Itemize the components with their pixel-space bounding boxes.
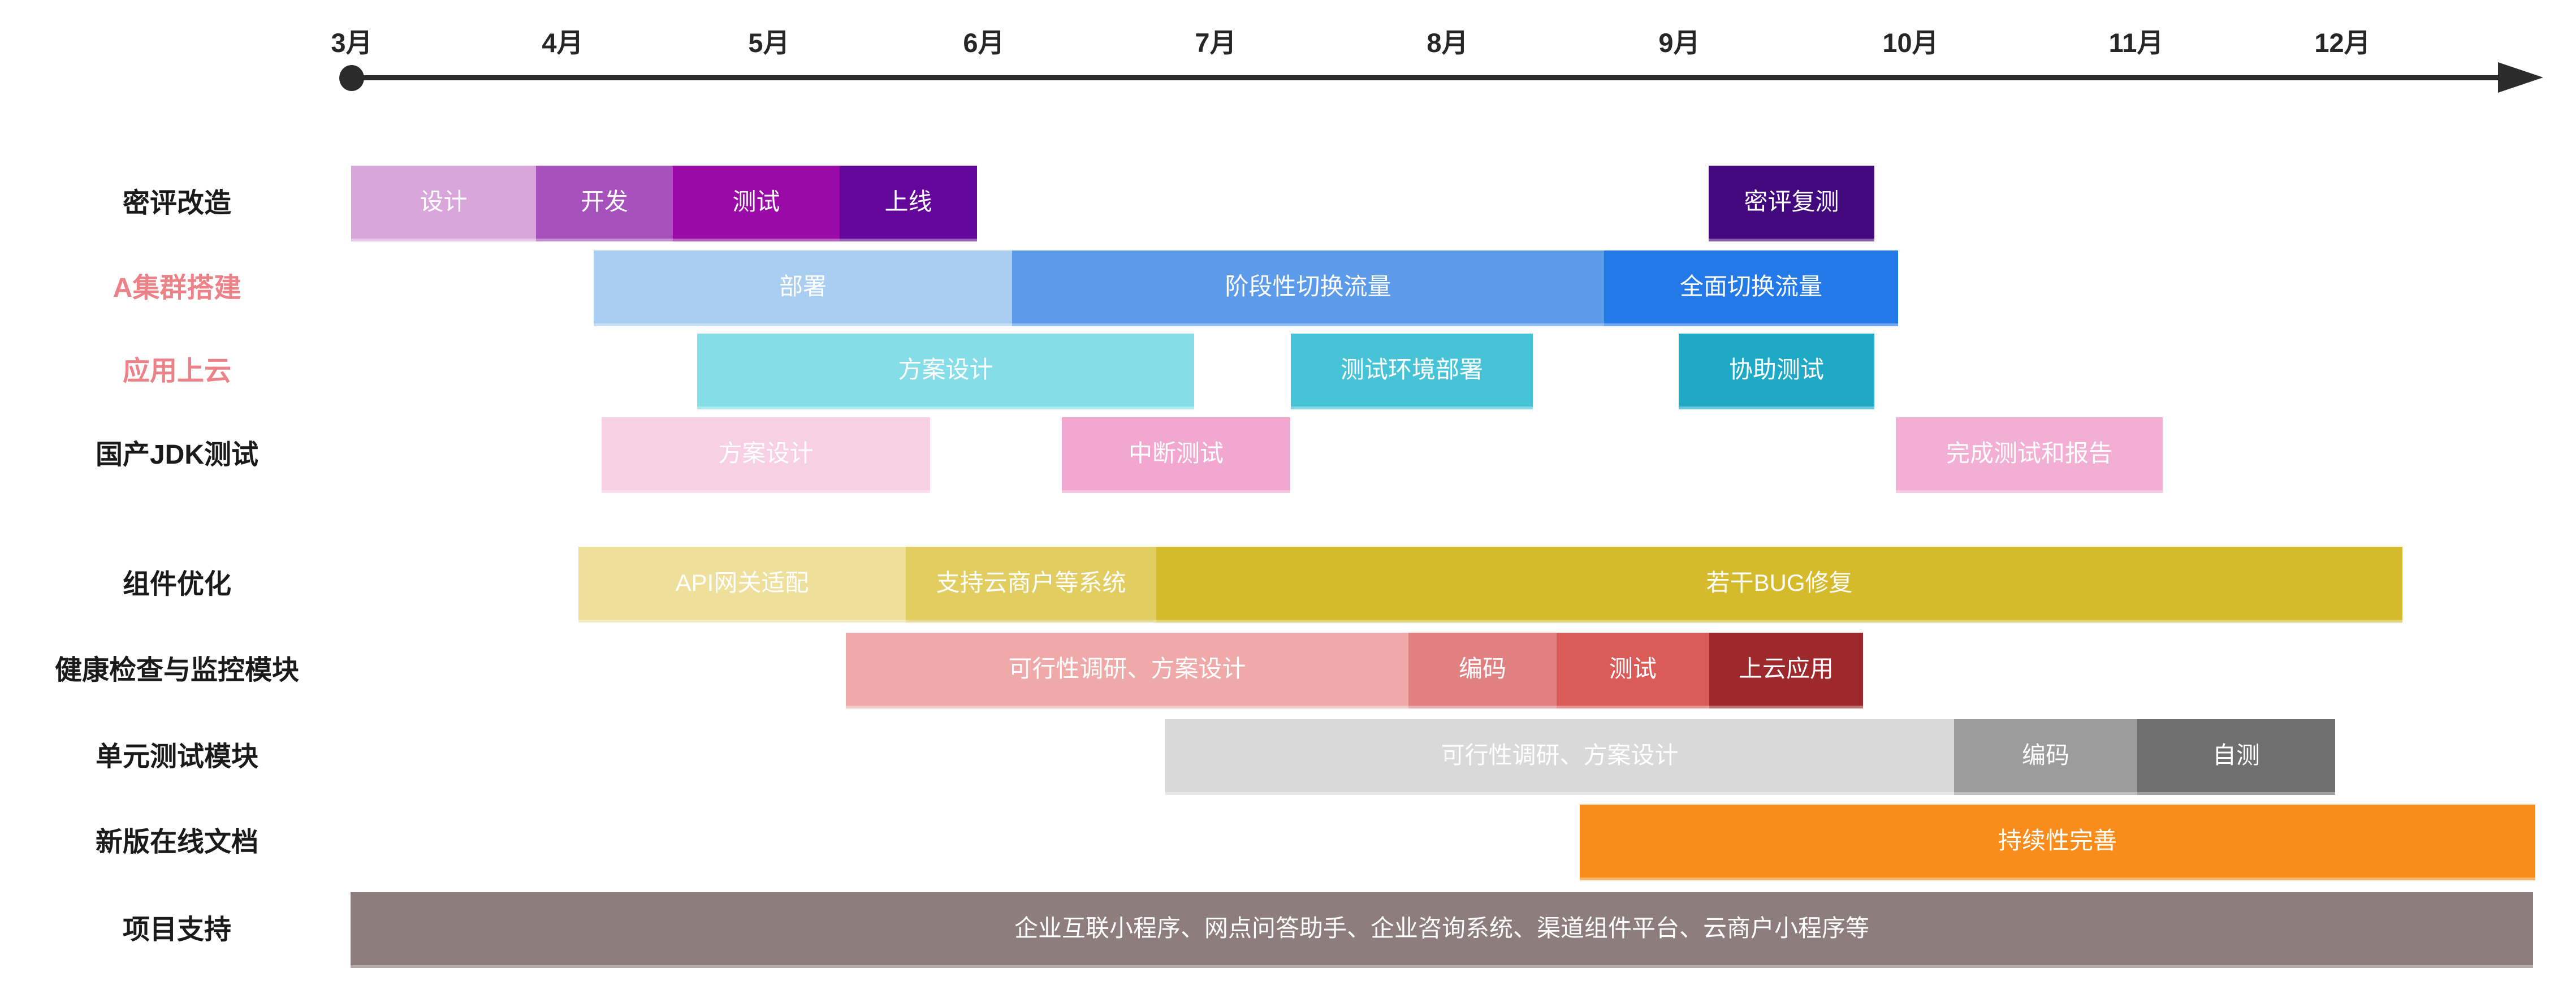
gantt-bar: 方案设计 (697, 334, 1194, 409)
gantt-bar: 协助测试 (1679, 334, 1874, 409)
gantt-bar: 可行性调研、方案设计 (1165, 719, 1954, 795)
gantt-bar: 测试环境部署 (1291, 334, 1533, 409)
row-label: 国产JDK测试 (95, 440, 259, 470)
gantt-bar: 上线 (840, 166, 977, 241)
axis-arrowhead-icon (2498, 62, 2543, 93)
row-label: 单元测试模块 (95, 742, 258, 772)
row-label: 新版在线文档 (95, 827, 258, 857)
gantt-bar: API网关适配 (578, 547, 906, 623)
gantt-bar: 编码 (1408, 633, 1557, 708)
axis-tick-label: 5月 (748, 28, 790, 58)
row-label: 项目支持 (122, 915, 231, 945)
row-label: 应用上云 (122, 356, 231, 386)
gantt-bar: 自测 (2137, 719, 2335, 795)
gantt-bar: 方案设计 (602, 417, 930, 493)
axis-tick-label: 11月 (2108, 28, 2164, 58)
axis-tick-label: 12月 (2314, 28, 2371, 58)
gantt-bar: 可行性调研、方案设计 (846, 633, 1408, 708)
gantt-bar: 若干BUG修复 (1156, 547, 2402, 623)
gantt-bar: 全面切换流量 (1604, 250, 1898, 326)
gantt-bar: 持续性完善 (1580, 805, 2535, 880)
gantt-bar: 开发 (536, 166, 673, 241)
gantt-bar: 阶段性切换流量 (1012, 250, 1604, 326)
gantt-bar: 上云应用 (1709, 633, 1863, 708)
axis-tick-label: 10月 (1882, 28, 1939, 58)
gantt-bar: 企业互联小程序、网点问答助手、企业咨询系统、渠道组件平台、云商户小程序等 (351, 892, 2533, 968)
gantt-bar: 设计 (351, 166, 536, 241)
axis-tick-label: 6月 (963, 28, 1005, 58)
gantt-bar: 测试 (673, 166, 840, 241)
gantt-bar: 部署 (594, 250, 1012, 326)
timeline-axis-line (352, 75, 2500, 80)
axis-tick-label: 3月 (331, 28, 373, 58)
gantt-bar: 测试 (1557, 633, 1709, 708)
gantt-bar: 密评复测 (1709, 166, 1874, 241)
axis-start-dot (339, 65, 364, 91)
axis-tick-label: 7月 (1195, 28, 1237, 58)
gantt-bar: 中断测试 (1062, 417, 1290, 493)
gantt-bar: 编码 (1954, 719, 2137, 795)
row-label: 组件优化 (122, 569, 231, 599)
row-label: 密评改造 (122, 188, 231, 218)
gantt-bar: 完成测试和报告 (1896, 417, 2163, 493)
axis-tick-label: 9月 (1658, 28, 1700, 58)
gantt-bar: 支持云商户等系统 (906, 547, 1156, 623)
row-label: 健康检查与监控模块 (54, 655, 299, 685)
axis-tick-label: 4月 (542, 28, 584, 58)
axis-tick-label: 8月 (1427, 28, 1468, 58)
row-label: A集群搭建 (113, 273, 241, 303)
